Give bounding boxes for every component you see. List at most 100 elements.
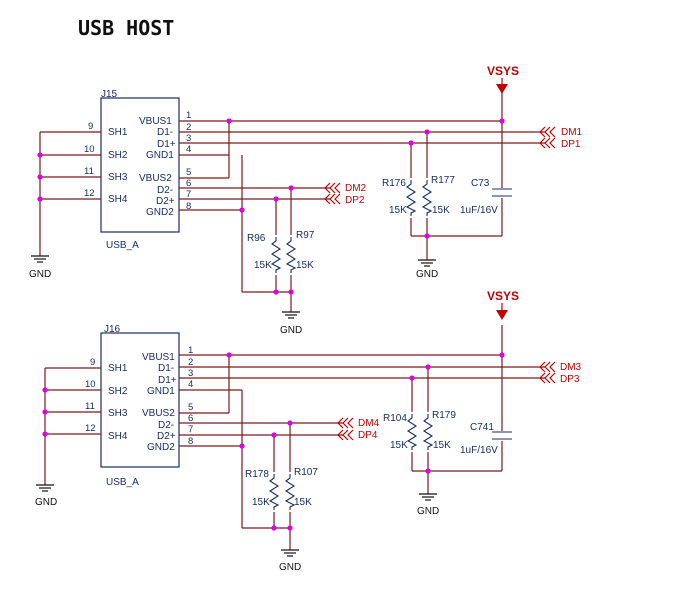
gnd-label: GND <box>35 497 57 508</box>
connector-part: USB_A <box>106 477 139 488</box>
resistor-value: 15K <box>296 260 314 271</box>
pin-name: SH1 <box>108 127 128 138</box>
resistor-ref: R107 <box>294 467 318 478</box>
pin-name: SH4 <box>108 194 128 205</box>
net-label: DP4 <box>358 430 378 441</box>
resistor-value: 15K <box>389 205 407 216</box>
connector-part: USB_A <box>106 240 139 251</box>
pin-name: D1+ <box>158 375 177 386</box>
gnd-label: GND <box>416 269 438 280</box>
vsys-label: VSYS <box>487 289 519 303</box>
resistor-ref: R176 <box>382 178 406 189</box>
wires <box>179 325 545 550</box>
connector-ref: J16 <box>104 324 121 335</box>
pin-number: 9 <box>88 121 93 132</box>
pin-number: 8 <box>186 201 191 212</box>
vsys-arrow <box>496 310 508 320</box>
pin-name: VBUS2 <box>139 173 172 184</box>
pin-number: 2 <box>188 357 193 368</box>
pin-number: 1 <box>186 110 191 121</box>
pin-name: SH4 <box>108 431 128 442</box>
left-pins: SH1 SH2 SH3 SH4 9 10 11 12 GND <box>29 121 128 280</box>
resistor-ref: R96 <box>247 233 266 244</box>
resistor-value: 15K <box>390 440 408 451</box>
pin-number: 6 <box>186 178 191 189</box>
pin-name: D1+ <box>157 139 176 150</box>
cap-ref: C73 <box>471 178 490 189</box>
page-title: USB HOST <box>78 16 174 40</box>
connector-ref: J15 <box>101 89 118 100</box>
pin-name: D2+ <box>156 196 175 207</box>
net-label: DM4 <box>358 418 380 429</box>
resistor-ref: R97 <box>296 230 315 241</box>
pin-number: 8 <box>188 436 193 447</box>
cap-value: 1uF/16V <box>460 445 498 456</box>
pin-name: SH3 <box>108 408 128 419</box>
net-label: DM2 <box>345 183 367 194</box>
resistor-ref: R178 <box>245 469 269 480</box>
pin-number: 12 <box>85 423 96 434</box>
component-labels: R176 15K R177 15K C73 1uF/16V R96 15K R9… <box>247 175 498 271</box>
resistor-value: 15K <box>294 497 312 508</box>
pin-name: D2- <box>158 420 174 431</box>
pin-name: SH1 <box>108 363 128 374</box>
pin-name: GND2 <box>147 442 175 453</box>
pin-name: GND2 <box>146 207 174 218</box>
net-label: DP3 <box>560 374 580 385</box>
pin-number: 11 <box>85 401 95 412</box>
resistor-value: 15K <box>252 497 270 508</box>
pin-name: VBUS1 <box>139 116 172 127</box>
cap-ref: C741 <box>470 422 494 433</box>
pin-number: 11 <box>84 166 94 177</box>
pin-name: VBUS1 <box>142 352 175 363</box>
pin-name: D2- <box>157 185 173 196</box>
resistor-value: 15K <box>433 440 451 451</box>
pin-number: 4 <box>188 379 193 390</box>
net-label: DM1 <box>561 127 583 138</box>
pin-number: 12 <box>84 188 95 199</box>
gnd-label: GND <box>417 506 439 517</box>
pin-number: 2 <box>186 122 191 133</box>
gnd-label: GND <box>279 562 301 573</box>
resistor-ref: R177 <box>431 175 455 186</box>
pin-number: 10 <box>84 144 95 155</box>
pin-number: 5 <box>188 402 193 413</box>
pin-number: 3 <box>186 133 191 144</box>
connector-body <box>100 97 180 233</box>
cap-value: 1uF/16V <box>460 205 498 216</box>
pin-number: 9 <box>90 357 95 368</box>
vsys-label: VSYS <box>487 64 519 78</box>
connector-body <box>100 332 180 468</box>
pin-number: 7 <box>188 424 193 435</box>
pin-name: GND1 <box>147 386 175 397</box>
pin-name: GND1 <box>146 150 174 161</box>
pin-number: 1 <box>188 345 193 356</box>
resistor-ref: R179 <box>432 410 456 421</box>
vsys-arrow <box>496 84 508 94</box>
left-pins: SH1 SH2 SH3 SH4 9 10 11 12 GND <box>35 357 128 508</box>
pin-name: D1- <box>158 363 174 374</box>
pin-number: 5 <box>186 167 191 178</box>
pin-name: SH2 <box>108 150 128 161</box>
pin-number: 7 <box>186 189 191 200</box>
pin-name: SH2 <box>108 386 128 397</box>
right-pins: VBUS1 D1- D1+ GND1 VBUS2 D2- D2+ GND2 1 … <box>142 345 193 453</box>
pin-name: SH3 <box>108 172 128 183</box>
pin-name: D2+ <box>157 431 176 442</box>
resistor-value: 15K <box>432 205 450 216</box>
gnd-label: GND <box>29 269 51 280</box>
usb-host-circuit-upper: J15 USB_A SH1 SH2 SH3 SH4 9 10 11 12 GND <box>29 64 583 336</box>
resistor-ref: R104 <box>383 413 407 424</box>
pin-name: VBUS2 <box>142 408 175 419</box>
usb-host-circuit-lower: J16 USB_A SH1 SH2 SH3 SH4 9 10 11 12 GND… <box>35 289 582 573</box>
pin-number: 10 <box>85 379 96 390</box>
net-label: DM3 <box>560 362 582 373</box>
pin-number: 6 <box>188 413 193 424</box>
pin-name: D1- <box>157 127 173 138</box>
net-label: DP1 <box>561 139 581 150</box>
gnd-label: GND <box>280 325 302 336</box>
pin-number: 4 <box>186 144 191 155</box>
pin-number: 3 <box>188 368 193 379</box>
component-labels: R104 15K R179 15K C741 1uF/16V R178 15K … <box>245 410 498 508</box>
